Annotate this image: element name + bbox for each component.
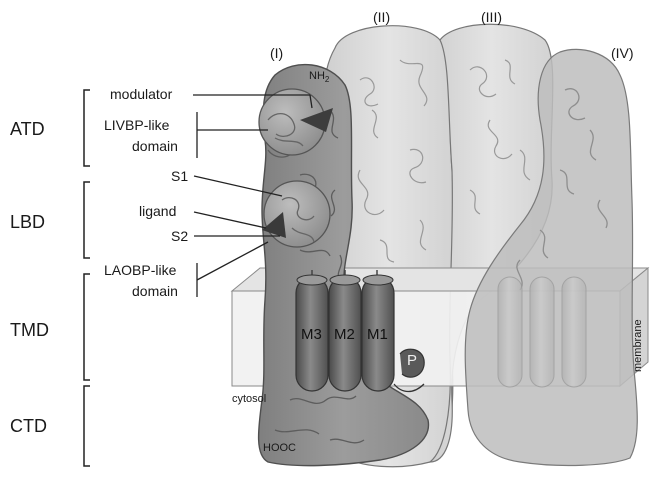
label-modulator: modulator <box>110 86 173 102</box>
label-lbd: LBD <box>10 212 45 232</box>
label-subunit-iv: (IV) <box>611 45 634 61</box>
label-s1: S1 <box>171 168 188 184</box>
label-p: P <box>407 352 417 369</box>
label-subunit-iii: (III) <box>481 9 502 25</box>
label-subunit-ii: (II) <box>373 9 390 25</box>
label-tmd: TMD <box>10 320 49 340</box>
label-m2: M2 <box>334 326 355 343</box>
label-livbp-1: LIVBP-like <box>104 117 170 133</box>
label-cytosol: cytosol <box>232 393 266 405</box>
label-laobp-2: domain <box>132 283 178 299</box>
label-m3: M3 <box>301 326 322 343</box>
domain-brackets <box>84 90 90 466</box>
label-m1: M1 <box>367 326 388 343</box>
label-hooc: HOOC <box>263 442 296 454</box>
label-atd: ATD <box>10 119 45 139</box>
label-s2: S2 <box>171 228 188 244</box>
label-laobp-1: LAOBP-like <box>104 262 177 278</box>
label-ctd: CTD <box>10 416 47 436</box>
label-subunit-i: (I) <box>270 45 283 61</box>
label-livbp-2: domain <box>132 138 178 154</box>
subunit-iv-helices <box>498 277 586 387</box>
label-ligand: ligand <box>139 203 176 219</box>
label-membrane: membrane <box>632 319 644 372</box>
